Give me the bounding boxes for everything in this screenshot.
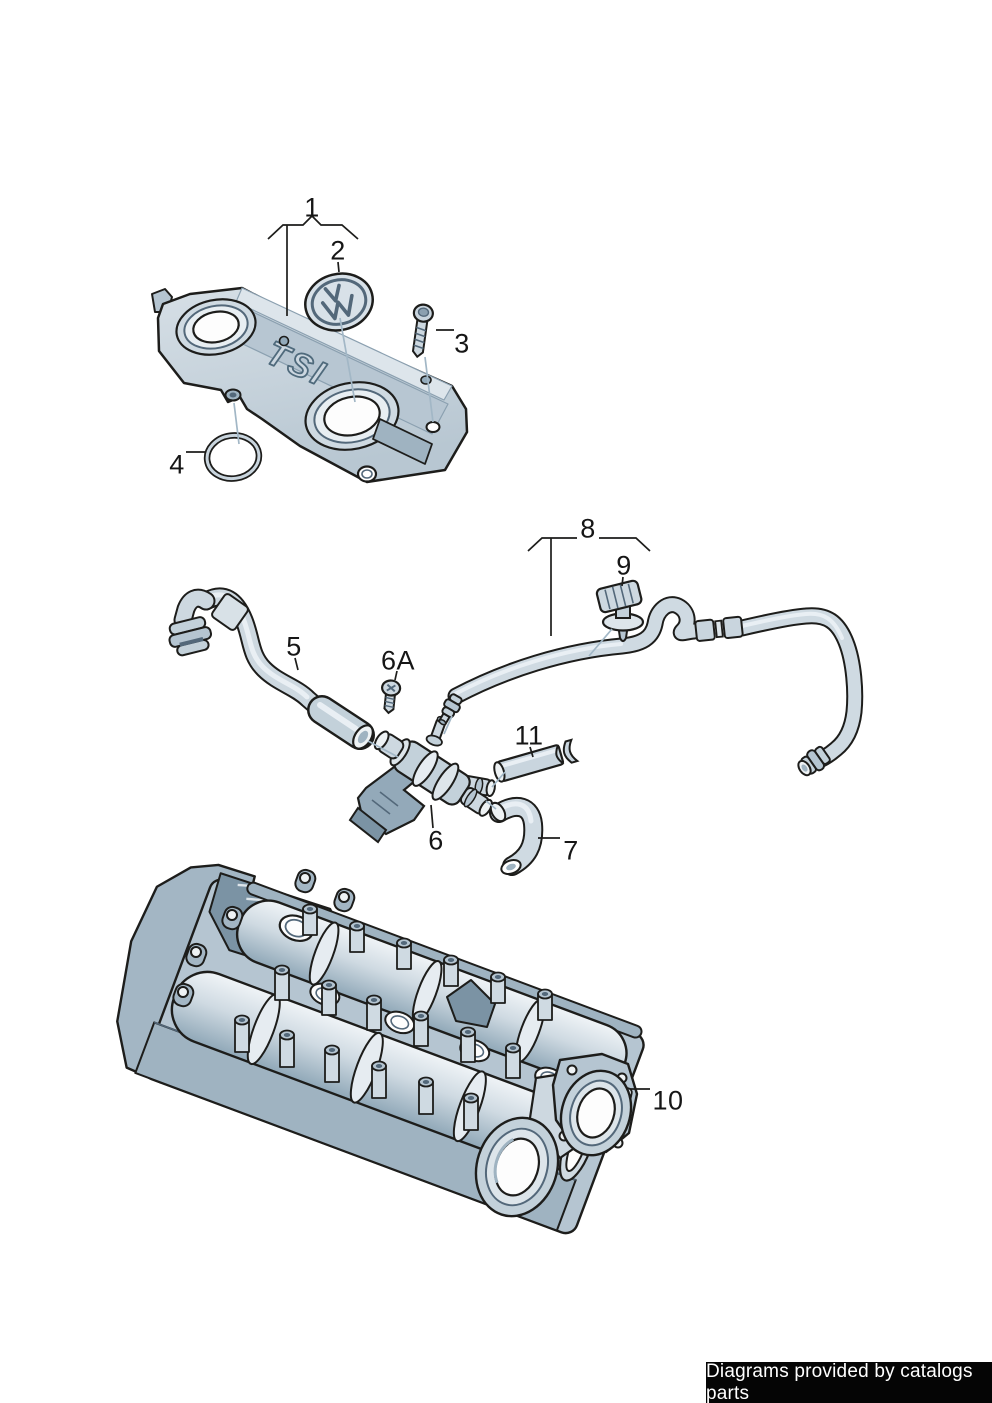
elbow-hose-illustration bbox=[489, 796, 544, 876]
callout-6: 6 bbox=[428, 825, 444, 856]
callout-7: 7 bbox=[563, 835, 579, 866]
bolt-towers bbox=[234, 903, 553, 1131]
callout-5: 5 bbox=[286, 631, 302, 662]
pcv-valve-illustration bbox=[348, 715, 496, 844]
seal-ring-illustration bbox=[203, 432, 263, 482]
footer-credit-text: Diagrams provided by catalogs parts bbox=[706, 1360, 973, 1403]
callout-1: 1 bbox=[304, 192, 320, 223]
callout-6a: 6A bbox=[380, 645, 416, 676]
callout-9: 9 bbox=[616, 550, 632, 581]
valve-screw-illustration bbox=[381, 679, 402, 715]
callout-11: 11 bbox=[514, 720, 544, 751]
cover-bolt-illustration bbox=[411, 303, 434, 359]
camshaft-housing-illustration bbox=[116, 863, 645, 1235]
footer-credit-bar: Diagrams provided by catalogs parts bbox=[706, 1360, 992, 1403]
callout-2: 2 bbox=[330, 235, 346, 266]
callout-10: 10 bbox=[652, 1085, 684, 1116]
callout-lines bbox=[186, 214, 651, 1090]
callout-3: 3 bbox=[454, 328, 470, 359]
leader-lines bbox=[233, 317, 613, 810]
clip-illustration bbox=[595, 579, 645, 642]
vent-hose-illustration bbox=[438, 596, 864, 777]
breather-hose-illustration bbox=[168, 587, 375, 750]
mounting-ears bbox=[172, 868, 356, 1008]
vw-emblem-illustration bbox=[304, 272, 374, 332]
callout-8: 8 bbox=[580, 513, 596, 544]
callout-4: 4 bbox=[169, 449, 185, 480]
